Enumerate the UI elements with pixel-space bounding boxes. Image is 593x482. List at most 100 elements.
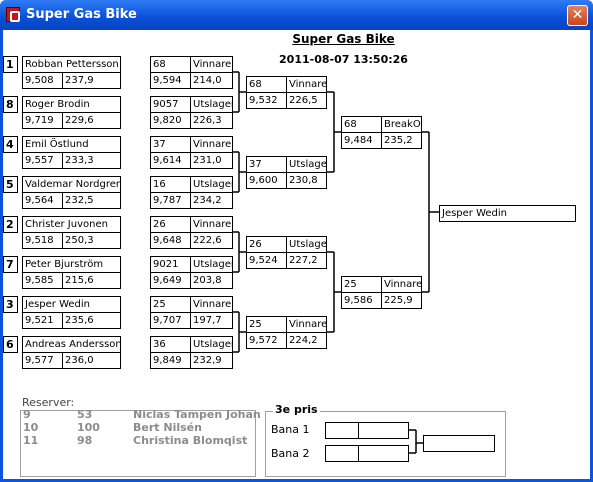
racer-name-field[interactable]: Emil Östlund (22, 136, 121, 153)
reserve-pos: 11 (23, 434, 39, 447)
speed-field[interactable]: 215,6 (62, 272, 121, 289)
status-field[interactable]: Vinnare (286, 76, 327, 93)
bike-number-field[interactable]: 9021 (150, 256, 191, 273)
bike-number-field[interactable]: 25 (341, 276, 382, 293)
seed-number: 2 (3, 216, 18, 233)
reaction-time-field[interactable]: 9,557 (22, 152, 63, 169)
reaction-time-field[interactable]: 9,484 (341, 132, 382, 149)
speed-field[interactable]: 250,3 (62, 232, 121, 249)
reaction-time-field[interactable]: 9,524 (246, 252, 287, 269)
bike-number-field[interactable]: 68 (150, 56, 191, 73)
racer-name-field[interactable]: Robban Pettersson (22, 56, 121, 73)
title-bar[interactable]: Super Gas Bike ✕ (0, 0, 593, 30)
reaction-time-field[interactable]: 9,532 (246, 92, 287, 109)
speed-field[interactable]: 235,6 (62, 312, 121, 329)
racer-name-field[interactable]: Jesper Wedin (22, 296, 121, 313)
winner-field[interactable]: Jesper Wedin (439, 205, 576, 222)
racer-name-field[interactable]: Peter Bjurström (22, 256, 121, 273)
bike-number-field[interactable]: 9057 (150, 96, 191, 113)
seed-number: 1 (3, 56, 18, 73)
speed-field[interactable]: 235,2 (381, 132, 422, 149)
event-title: Super Gas Bike (292, 32, 395, 46)
reserve-name: Christina Blomqist (133, 434, 248, 447)
speed-field[interactable]: 230,8 (286, 172, 327, 189)
status-field[interactable]: Vinnare (190, 56, 233, 73)
speed-field[interactable]: 236,0 (62, 352, 121, 369)
third-prize-winner[interactable] (423, 435, 495, 452)
reaction-time-field[interactable]: 9,820 (150, 112, 191, 129)
status-field[interactable]: Vinnare (381, 276, 422, 293)
speed-field[interactable]: 237,9 (62, 72, 121, 89)
reaction-time-field[interactable]: 9,849 (150, 352, 191, 369)
status-field[interactable]: Utslagen (190, 96, 233, 113)
reaction-time-field[interactable]: 9,614 (150, 152, 191, 169)
speed-field[interactable]: 203,8 (190, 272, 233, 289)
reaction-time-field[interactable]: 9,649 (150, 272, 191, 289)
speed-field[interactable]: 231,0 (190, 152, 233, 169)
third-prize-lane-2-right[interactable] (358, 445, 409, 462)
status-field[interactable]: Utslagen (286, 236, 327, 253)
status-field[interactable]: Vinnare (190, 216, 233, 233)
bike-number-field[interactable]: 68 (246, 76, 287, 93)
third-prize-lane-1-right[interactable] (358, 422, 409, 439)
racer-name-field[interactable]: Roger Brodin (22, 96, 121, 113)
status-field[interactable]: Utslagen (286, 156, 327, 173)
third-prize-lane-2-left[interactable] (325, 445, 359, 462)
reaction-time-field[interactable]: 9,585 (22, 272, 63, 289)
seed-number: 6 (3, 336, 18, 353)
status-field[interactable]: Vinnare (190, 296, 233, 313)
speed-field[interactable]: 233,3 (62, 152, 121, 169)
bike-number-field[interactable]: 26 (150, 216, 191, 233)
bike-number-field[interactable]: 37 (246, 156, 287, 173)
third-prize-label: 3e pris (273, 403, 320, 416)
bike-number-field[interactable]: 37 (150, 136, 191, 153)
bike-number-field[interactable]: 25 (150, 296, 191, 313)
speed-field[interactable]: 226,5 (286, 92, 327, 109)
racer-name-field[interactable]: Valdemar Nordgren (22, 176, 121, 193)
reserve-pos: 9 (23, 408, 31, 421)
reaction-time-field[interactable]: 9,518 (22, 232, 63, 249)
speed-field[interactable]: 232,5 (62, 192, 121, 209)
reaction-time-field[interactable]: 9,600 (246, 172, 287, 189)
speed-field[interactable]: 226,3 (190, 112, 233, 129)
window-title: Super Gas Bike (26, 7, 137, 22)
status-field[interactable]: Vinnare (190, 136, 233, 153)
bike-number-field[interactable]: 36 (150, 336, 191, 353)
speed-field[interactable]: 197,7 (190, 312, 233, 329)
speed-field[interactable]: 224,2 (286, 332, 327, 349)
racer-name-field[interactable]: Christer Juvonen (22, 216, 121, 233)
speed-field[interactable]: 229,6 (62, 112, 121, 129)
reaction-time-field[interactable]: 9,572 (246, 332, 287, 349)
seed-number: 8 (3, 96, 18, 113)
reaction-time-field[interactable]: 9,508 (22, 72, 63, 89)
status-field[interactable]: Vinnare (286, 316, 327, 333)
status-field[interactable]: Utslagen (190, 176, 233, 193)
reaction-time-field[interactable]: 9,521 (22, 312, 63, 329)
third-prize-lane-1-left[interactable] (325, 422, 359, 439)
speed-field[interactable]: 234,2 (190, 192, 233, 209)
racer-name-field[interactable]: Andreas Andersson (22, 336, 121, 353)
reaction-time-field[interactable]: 9,648 (150, 232, 191, 249)
speed-field[interactable]: 225,9 (381, 292, 422, 309)
bike-number-field[interactable]: 16 (150, 176, 191, 193)
reserve-pos: 10 (23, 421, 39, 434)
status-field[interactable]: Utslagen (190, 336, 233, 353)
speed-field[interactable]: 214,0 (190, 72, 233, 89)
seed-number: 5 (3, 176, 18, 193)
bike-number-field[interactable]: 26 (246, 236, 287, 253)
reaction-time-field[interactable]: 9,719 (22, 112, 63, 129)
reaction-time-field[interactable]: 9,564 (22, 192, 63, 209)
reaction-time-field[interactable]: 9,577 (22, 352, 63, 369)
status-field[interactable]: BreakOut (381, 116, 422, 133)
speed-field[interactable]: 227,2 (286, 252, 327, 269)
speed-field[interactable]: 222,6 (190, 232, 233, 249)
reaction-time-field[interactable]: 9,707 (150, 312, 191, 329)
reaction-time-field[interactable]: 9,787 (150, 192, 191, 209)
close-button[interactable]: ✕ (567, 5, 588, 26)
status-field[interactable]: Utslagen (190, 256, 233, 273)
reaction-time-field[interactable]: 9,594 (150, 72, 191, 89)
speed-field[interactable]: 232,9 (190, 352, 233, 369)
bike-number-field[interactable]: 68 (341, 116, 382, 133)
reaction-time-field[interactable]: 9,586 (341, 292, 382, 309)
bike-number-field[interactable]: 25 (246, 316, 287, 333)
